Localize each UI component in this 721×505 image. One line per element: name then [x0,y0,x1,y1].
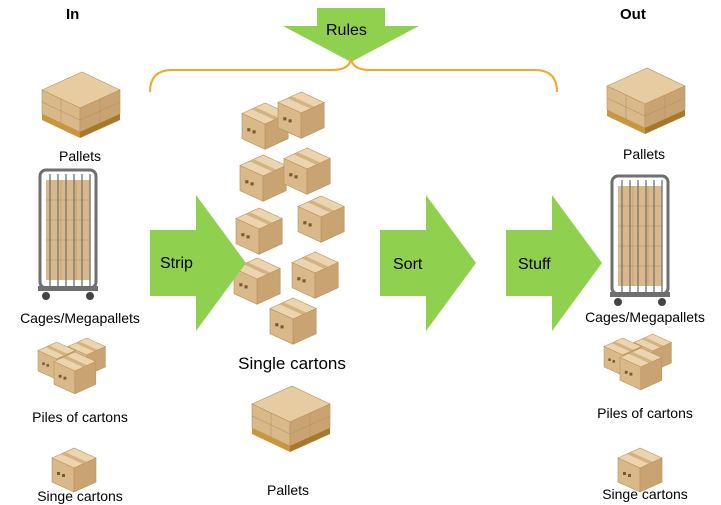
rules-label: Rules [326,22,367,39]
output-pile-image [604,334,671,390]
output-cage-image [608,174,672,308]
middle-pallets-image [251,385,331,453]
input-cages-label: Cages/Megapallets [20,310,140,326]
output-piles-label: Piles of cartons [597,405,693,421]
single-cartons-image [233,91,345,345]
output-pallets-image [606,67,686,135]
stuff-label: Stuff [518,256,551,273]
in-header: In [66,6,80,23]
input-single-label: Singe cartons [37,488,123,504]
strip-label: Strip [160,255,193,272]
input-pallets-label: Pallets [58,148,102,164]
input-pallets-image [41,71,121,139]
input-piles-label: Piles of cartons [32,409,128,425]
output-pallets-label: Pallets [622,146,666,162]
single-cartons-label: Single cartons [238,354,346,373]
stuff-arrow [506,195,602,331]
strip-arrow [150,195,246,331]
input-pile-image [38,338,105,394]
out-header: Out [620,6,646,23]
output-single-label: Singe cartons [602,486,688,502]
output-cages-label: Cages/Megapallets [585,309,705,325]
input-cage-image [36,168,100,302]
middle-pallets-label: Pallets [266,482,310,498]
rules-bracket [149,57,558,93]
rules-arrow [283,8,419,62]
input-single-carton-image [51,447,97,493]
sort-label: Sort [393,256,423,273]
sort-arrow [380,195,476,331]
